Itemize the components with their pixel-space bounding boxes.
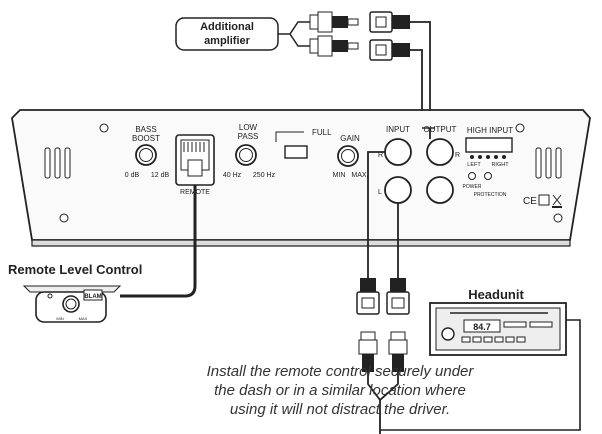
low-pass-label-1: LOW — [239, 123, 258, 132]
bass-boost-label-2: BOOST — [132, 134, 160, 143]
high-input-left-label: LEFT — [467, 162, 481, 168]
low-pass-min-label: 40 Hz — [223, 172, 242, 179]
high-input-label: HIGH INPUT — [467, 126, 513, 135]
remote-max-label: MAX — [79, 316, 88, 321]
full-switch: FULL — [275, 128, 332, 159]
output-l-jack[interactable] — [426, 176, 454, 204]
bass-boost-knob[interactable] — [135, 144, 157, 166]
low-pass-label-2: PASS — [238, 132, 259, 141]
vent-slots-left — [44, 147, 71, 179]
gain-min-label: MIN — [333, 172, 346, 179]
low-pass-knob[interactable] — [235, 144, 257, 166]
bass-boost-max-label: 12 dB — [151, 172, 170, 179]
gain-control: GAIN MIN MAX — [333, 134, 367, 179]
weee-bin-icon — [552, 194, 562, 206]
input-l-label: L — [378, 189, 382, 196]
protection-label: PROTECTION — [474, 192, 507, 198]
rca-plugs-output-right — [369, 11, 431, 128]
headunit-label: Headunit — [468, 287, 524, 302]
cert-box-icon — [538, 194, 550, 206]
input-r-jack[interactable] — [384, 138, 412, 166]
bass-boost-control: BASS BOOST 0 dB 12 dB — [125, 125, 170, 179]
headunit: Headunit 84.7 — [429, 287, 567, 356]
remote-level-control: BLAM MIN MAX — [22, 285, 122, 323]
input-r-label: R — [378, 152, 383, 159]
power-led — [468, 172, 476, 180]
remote-min-label: MIN — [56, 316, 63, 321]
headunit-rca-plugs — [358, 331, 408, 434]
low-pass-control: LOW PASS 40 Hz 250 Hz — [223, 123, 276, 179]
headunit-display: 84.7 — [473, 322, 491, 332]
certification-marks: CE — [523, 194, 562, 208]
output-r-label: R — [455, 152, 460, 159]
remote-level-control-label: Remote Level Control — [8, 262, 142, 277]
high-input-block: HIGH INPUT LEFT RIGHT POWER PROTECTION — [463, 126, 514, 198]
bass-boost-min-label: 0 dB — [125, 172, 140, 179]
remote-brand-label: BLAM — [84, 294, 101, 300]
low-pass-max-label: 250 Hz — [253, 172, 276, 179]
headunit-cable — [380, 319, 581, 431]
high-input-right-label: RIGHT — [491, 162, 509, 168]
remote-level-knob[interactable] — [62, 295, 80, 313]
remote-port: REMOTE — [175, 134, 215, 196]
gain-label: GAIN — [340, 134, 360, 143]
rca-plugs-output-left — [309, 11, 359, 57]
input-label: INPUT — [386, 125, 410, 134]
gain-max-label: MAX — [351, 172, 367, 179]
input-cables — [367, 151, 399, 278]
full-label: FULL — [312, 128, 332, 137]
additional-amplifier-callout: Additional amplifier — [175, 17, 279, 51]
remote-cable — [120, 185, 197, 298]
power-label: POWER — [463, 184, 482, 190]
input-l-jack[interactable] — [384, 176, 412, 204]
output-r-jack[interactable] — [426, 138, 454, 166]
output-label: OUTPUT — [424, 125, 457, 134]
additional-label-line2: amplifier — [204, 35, 251, 47]
gain-knob[interactable] — [337, 145, 359, 167]
ce-mark: CE — [523, 196, 537, 207]
installation-instruction: Install the remote control securely unde… — [206, 363, 474, 418]
lowpass-full-switch[interactable] — [284, 145, 308, 159]
headunit-volume-knob[interactable] — [441, 327, 455, 341]
vent-slots-right — [535, 147, 562, 179]
bass-boost-label-1: BASS — [135, 125, 156, 134]
protection-led — [484, 172, 492, 180]
input-rca-plugs — [356, 278, 410, 315]
additional-label-line1: Additional — [200, 21, 254, 33]
callout-bracket — [278, 21, 310, 47]
